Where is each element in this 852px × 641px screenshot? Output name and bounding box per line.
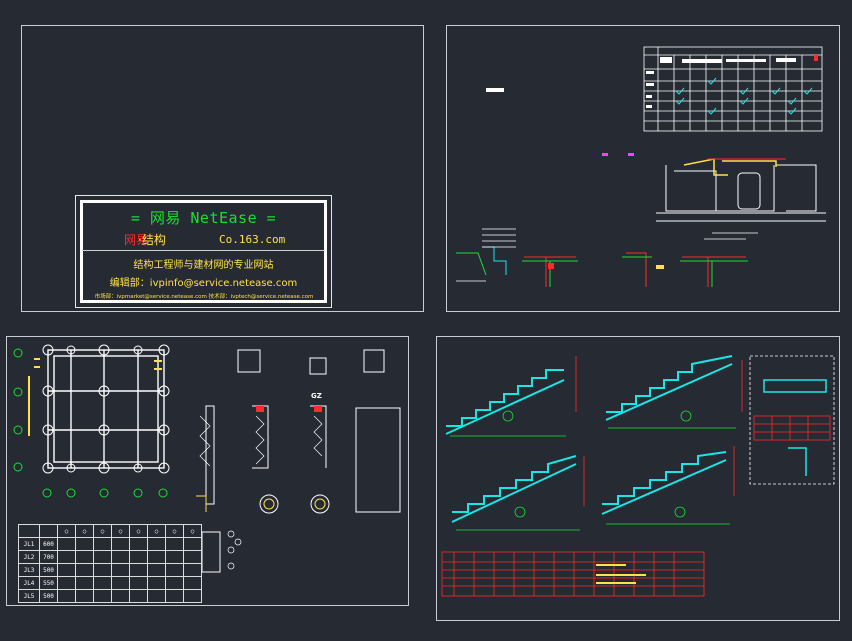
titleblock-slogan: 结构工程师与建材网的专业网站 [133,260,274,271]
drawing-sheet-details[interactable] [446,25,840,312]
foundation-drawing [13,344,401,573]
titleblock-frame [75,195,332,308]
titleblock-brand-yellow: ·结构 [138,233,166,247]
titleblock-domain: Co.163.com [219,233,286,246]
drawing-sheet-stairs[interactable] [436,336,840,621]
drawing-sheet-titleblock[interactable] [21,25,424,312]
titleblock-brand-red: 网易 [124,233,149,247]
titleblock-inner-frame [80,200,327,303]
titleblock-title: = 网易 NetEase = [130,209,277,227]
drawing-sheet-foundation[interactable] [6,336,409,606]
titleblock-editor: 编辑部：ivpinfo@service.netease.com [109,278,298,289]
titleblock-contacts: 市场部：ivpmarket@service.netease.com 技术部：iv… [94,294,314,300]
titleblock-divider [82,250,325,251]
detail-drawing [456,46,826,287]
stairs-drawing [441,355,835,597]
column-label-gz: GZ [311,392,322,400]
